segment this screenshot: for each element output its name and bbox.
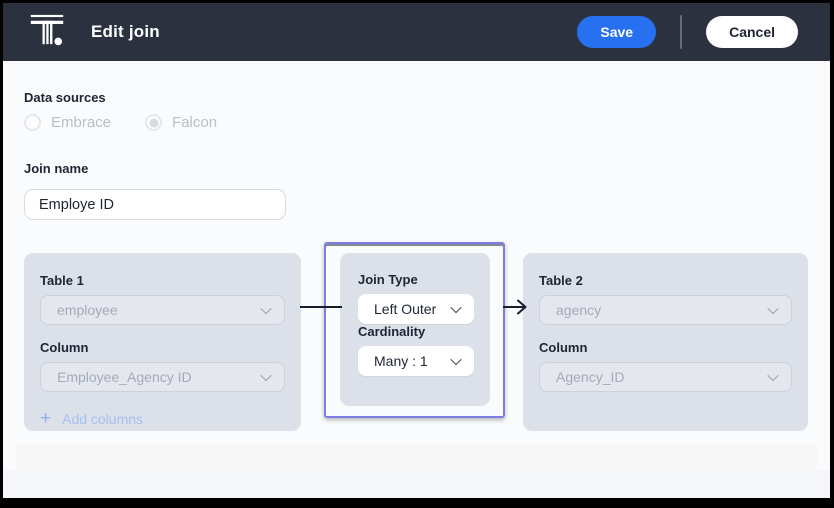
table1-column-label: Column — [40, 340, 89, 355]
page-title: Edit join — [91, 22, 160, 41]
data-sources-radio-group: Embrace Falcon — [24, 114, 217, 131]
join-connector-line — [300, 306, 342, 308]
edit-join-dialog: Edit join Save Cancel Data sources Embra… — [3, 3, 830, 498]
cardinality-select[interactable]: Many : 1 — [358, 346, 474, 376]
join-config-panel: Join Type Left Outer Cardinality Many : … — [340, 253, 490, 406]
radio-unselected-icon[interactable] — [24, 114, 41, 131]
table1-select[interactable]: employee — [40, 295, 285, 325]
radio-option-label: Falcon — [172, 114, 218, 131]
radio-selected-icon[interactable] — [145, 114, 163, 131]
table1-panel: Table 1 employee Column Employee_Agency … — [24, 253, 301, 431]
join-config-selection-box[interactable]: Join Type Left Outer Cardinality Many : … — [324, 242, 505, 418]
join-name-label: Join name — [24, 161, 89, 176]
cardinality-label: Cardinality — [358, 324, 426, 339]
table1-column-select[interactable]: Employee_Agency ID — [40, 362, 285, 392]
plus-icon: + — [40, 408, 52, 429]
add-columns-label: Add columns — [62, 410, 144, 427]
radio-option-falcon[interactable]: Falcon — [145, 114, 217, 131]
chevron-down-icon — [260, 302, 272, 315]
table2-column-label: Column — [539, 340, 588, 355]
bottom-background — [3, 470, 830, 498]
table2-column-select-value: Agency_ID — [556, 369, 625, 385]
chevron-down-icon — [450, 301, 462, 314]
table1-title: Table 1 — [40, 273, 84, 288]
join-type-select-value: Left Outer — [374, 301, 437, 317]
table2-column-select[interactable]: Agency_ID — [539, 362, 792, 392]
radio-option-label: Embrace — [51, 114, 112, 131]
table2-title: Table 2 — [539, 273, 583, 288]
join-arrow-icon — [503, 299, 527, 315]
join-type-select[interactable]: Left Outer — [358, 294, 474, 324]
data-sources-label: Data sources — [24, 90, 106, 105]
join-type-label: Join Type — [358, 272, 418, 287]
main-content: Data sources Embrace Falcon Join name Ta… — [3, 61, 830, 498]
chevron-down-icon — [767, 302, 779, 315]
table1-select-value: employee — [57, 302, 118, 318]
table2-select[interactable]: agency — [539, 295, 792, 325]
cancel-button[interactable]: Cancel — [706, 16, 798, 48]
join-name-input[interactable] — [24, 189, 286, 220]
add-columns-link[interactable]: + Add columns — [40, 409, 285, 428]
header-bar: Edit join Save Cancel — [3, 3, 830, 61]
table2-panel: Table 2 agency Column Agency_ID — [523, 253, 808, 431]
save-button[interactable]: Save — [577, 16, 657, 48]
footer-strip — [16, 444, 817, 470]
cardinality-select-value: Many : 1 — [374, 353, 428, 369]
table2-select-value: agency — [556, 302, 602, 318]
chevron-down-icon — [260, 369, 272, 382]
chevron-down-icon — [767, 369, 779, 382]
header-divider — [680, 15, 683, 49]
chevron-down-icon — [450, 353, 462, 366]
table1-column-select-value: Employee_Agency ID — [57, 369, 192, 385]
thoughtspot-logo-icon — [30, 14, 64, 46]
radio-option-embrace[interactable]: Embrace — [24, 114, 111, 131]
